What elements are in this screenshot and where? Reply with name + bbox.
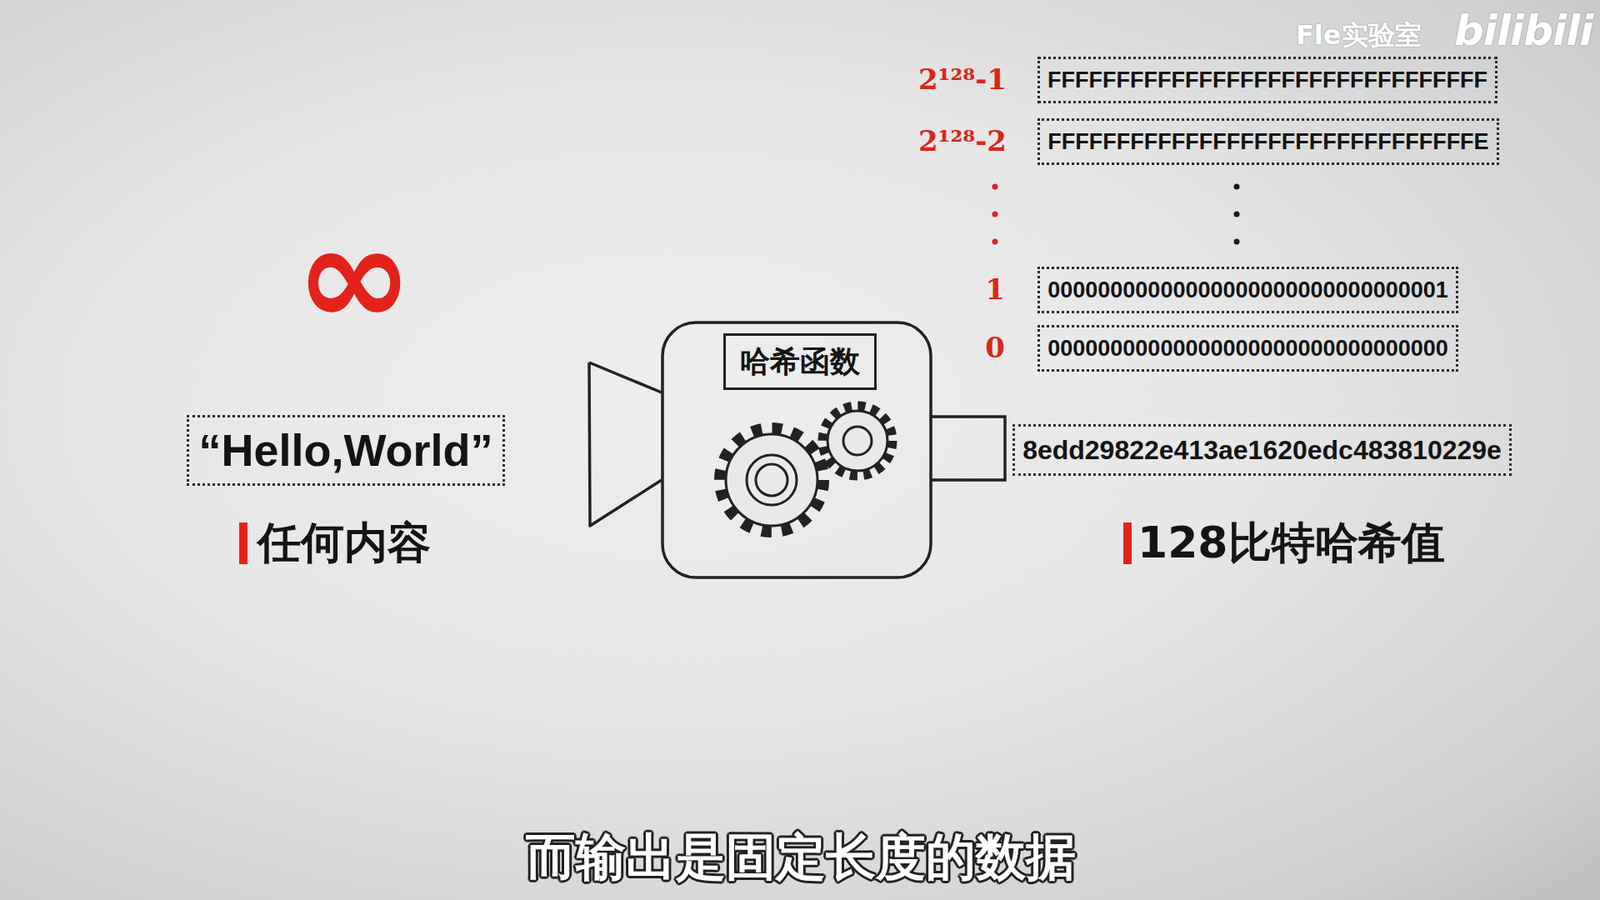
box-text: FFFFFFFFFFFFFFFFFFFFFFFFFFFFFFFE [1047,129,1489,155]
input-box: “Hello,World” [186,415,505,486]
box-text: “Hello,World” [198,424,493,476]
hash-value-box: 00000000000000000000000000000000 [1037,325,1459,372]
output-hash-box: 8edd29822e413ae1620edc483810229e [1012,424,1512,476]
function-label-box: 哈希函数 [723,333,877,390]
hash-value-box: FFFFFFFFFFFFFFFFFFFFFFFFFFFFFFFF [1037,56,1498,104]
output-heading: 128比特哈希值 [1137,518,1445,569]
hash-value-box: 00000000000000000000000000000001 [1037,266,1459,314]
camera-body [662,322,931,578]
subtitle-caption: 而输出是固定长度的数据 [525,824,1076,892]
value-number: 2¹²⁸-1 [918,63,1007,96]
hash-value-box: FFFFFFFFFFFFFFFFFFFFFFFFFFFFFFFE [1037,118,1500,165]
ellipsis-dots [1234,184,1240,245]
watermark-logo: bilibili [1454,7,1593,56]
camera-lens [589,362,662,526]
box-text: 00000000000000000000000000000001 [1047,277,1449,304]
gear [720,428,824,532]
red-bar [1123,522,1132,565]
gear [822,405,893,476]
ellipsis-dots [992,184,999,245]
value-number: 2¹²⁸-2 [918,125,1007,158]
box-text: FFFFFFFFFFFFFFFFFFFFFFFFFFFFFFFF [1047,67,1488,94]
value-number: 1 [985,273,1005,306]
red-bar [239,522,248,565]
box-text: 8edd29822e413ae1620edc483810229e [1022,435,1502,466]
box-text: 00000000000000000000000000000000 [1047,335,1449,362]
box-text: 哈希函数 [740,341,860,383]
input-heading: 任何内容 [257,518,431,569]
watermark: Fle实验室 [1295,20,1422,51]
infinity-symbol: ∞ [295,205,414,347]
value-number: 0 [985,331,1005,365]
output-tube [930,416,1005,480]
